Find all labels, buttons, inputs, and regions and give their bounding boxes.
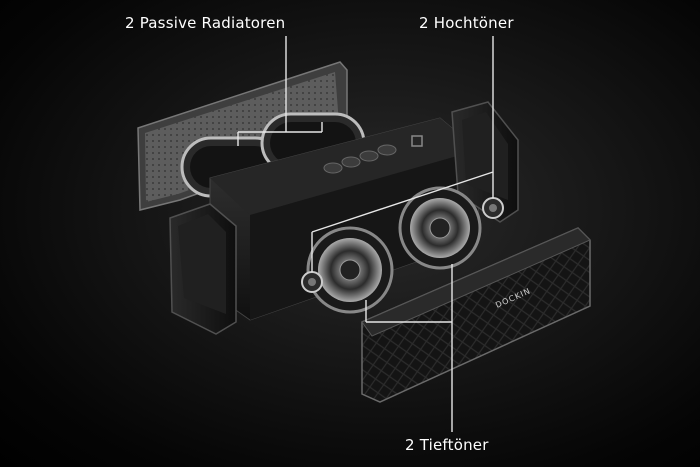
tweeter-right: [482, 197, 504, 219]
callout-line-woofers: [365, 264, 453, 432]
label-woofers: 2 Tieftöner: [405, 436, 489, 454]
front-mesh-panel: [361, 227, 591, 403]
label-tweeters: 2 Hochtöner: [419, 14, 514, 32]
woofer-left: [306, 226, 394, 314]
label-passive-radiators: 2 Passive Radiatoren: [125, 14, 286, 32]
woofer-right: [398, 186, 482, 270]
callout-lines: [237, 36, 494, 432]
control-buttons: [323, 135, 423, 174]
callout-line-radiators: [237, 36, 323, 146]
tweeter-left: [301, 271, 323, 293]
callout-line-tweeters: [311, 36, 494, 272]
end-cap-left: [169, 203, 237, 335]
